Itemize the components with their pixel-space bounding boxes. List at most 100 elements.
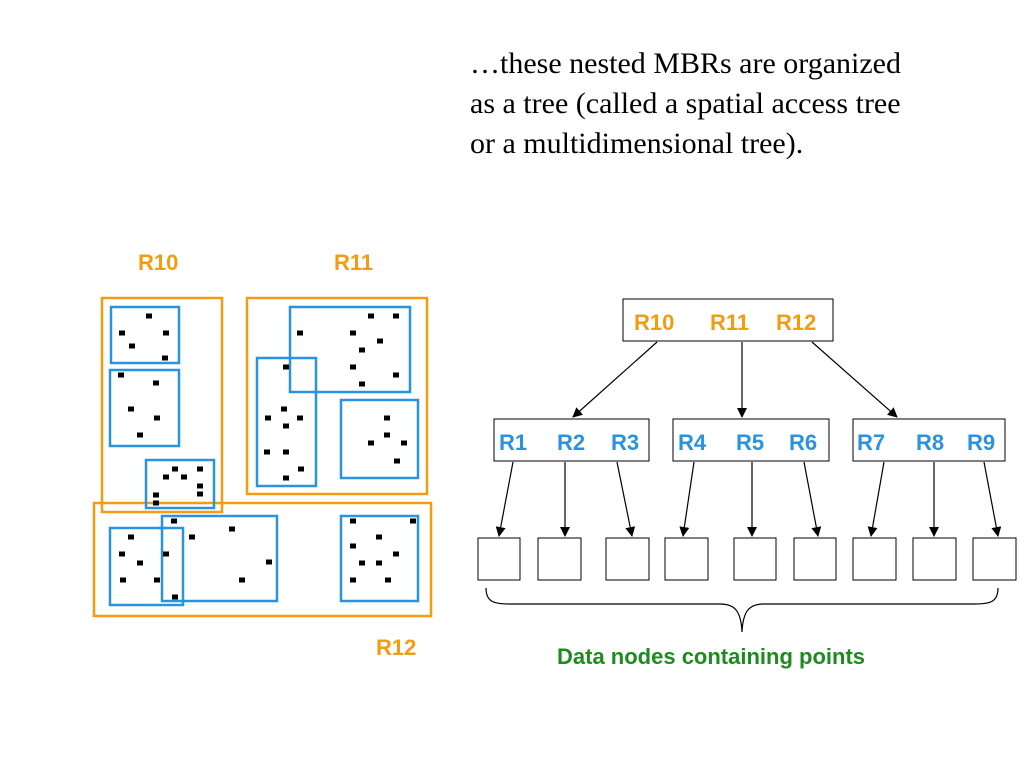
node-label-r9: R9 xyxy=(967,430,995,455)
mbr-r4 xyxy=(288,305,412,394)
mbr-r1 xyxy=(109,305,181,365)
data-point xyxy=(154,577,160,583)
data-point xyxy=(265,415,271,421)
data-point xyxy=(153,380,159,386)
data-point xyxy=(172,466,178,472)
label-r11: R11 xyxy=(334,250,373,275)
data-point xyxy=(384,432,390,438)
data-node xyxy=(477,537,521,581)
node-label-r5: R5 xyxy=(736,430,764,455)
data-node xyxy=(912,537,957,581)
data-point xyxy=(189,534,195,540)
data-point xyxy=(359,381,365,387)
data-node xyxy=(605,537,650,581)
mbr-diagram: R10 R11 R12 xyxy=(92,250,433,660)
label-r10: R10 xyxy=(138,250,178,275)
data-point xyxy=(128,534,134,540)
data-point xyxy=(297,330,303,336)
data-point xyxy=(377,338,383,344)
mbr-r12 xyxy=(92,501,433,618)
edge-r9-data xyxy=(983,461,1002,537)
data-point xyxy=(181,474,187,480)
mbr-r2 xyxy=(108,368,181,448)
data-point xyxy=(350,364,356,370)
edge-r4-data xyxy=(679,461,695,537)
mbr-r5 xyxy=(255,356,318,488)
label-r12: R12 xyxy=(376,635,416,660)
edge-r1-data xyxy=(495,461,514,537)
data-point xyxy=(410,518,416,524)
data-point xyxy=(298,466,304,472)
data-nodes-caption: Data nodes containing points xyxy=(557,644,865,669)
data-point xyxy=(229,526,235,532)
data-point xyxy=(393,551,399,557)
mbr-r11 xyxy=(245,296,429,496)
node-label-r1: R1 xyxy=(499,430,527,455)
data-point xyxy=(239,577,245,583)
data-point xyxy=(350,518,356,524)
data-point xyxy=(393,313,399,319)
root-label-r11: R11 xyxy=(710,310,749,335)
data-point xyxy=(376,534,382,540)
data-point xyxy=(264,449,270,455)
mbr-r10 xyxy=(100,296,224,514)
data-point xyxy=(153,500,159,506)
tree-diagram: R10 R11 R12 R1 R2 R3 R4 R5 R6 R7 R8 R9 xyxy=(477,298,1017,669)
data-points xyxy=(118,313,416,600)
mbr-r8 xyxy=(160,514,279,603)
data-point xyxy=(197,483,203,489)
data-point xyxy=(118,372,124,378)
mbr-r3 xyxy=(144,458,216,510)
data-point xyxy=(172,594,178,600)
data-node xyxy=(852,537,897,581)
data-point xyxy=(283,364,289,370)
data-point xyxy=(146,313,152,319)
data-point xyxy=(154,415,160,421)
heading-line-2: as a tree (called a spatial access tree xyxy=(470,87,901,120)
edge-r7-data xyxy=(867,461,885,537)
data-point xyxy=(350,577,356,583)
mbr-r6 xyxy=(339,398,420,480)
tree-node-3 xyxy=(852,418,1006,462)
node-label-r6: R6 xyxy=(789,430,817,455)
edge-root-node3 xyxy=(811,341,898,418)
data-point xyxy=(163,330,169,336)
data-point xyxy=(128,406,134,412)
data-point xyxy=(281,406,287,412)
node-label-r7: R7 xyxy=(857,430,885,455)
data-point xyxy=(162,355,168,361)
data-node xyxy=(537,537,582,581)
curly-brace xyxy=(485,587,999,633)
data-node xyxy=(972,537,1017,581)
tree-root-node xyxy=(622,298,834,342)
data-point xyxy=(401,440,407,446)
data-point xyxy=(297,415,303,421)
data-point xyxy=(350,543,356,549)
data-point xyxy=(137,560,143,566)
data-point xyxy=(359,347,365,353)
heading-text: …these nested MBRs are organized as a tr… xyxy=(470,44,1010,164)
edge-root-node1 xyxy=(572,341,658,418)
data-point xyxy=(266,559,272,565)
data-point xyxy=(197,466,203,472)
data-point xyxy=(119,551,125,557)
tree-node-2 xyxy=(672,418,830,462)
data-point xyxy=(137,432,143,438)
data-point xyxy=(119,330,125,336)
edge-r3-data xyxy=(616,461,636,537)
root-label-r10: R10 xyxy=(634,310,674,335)
data-point xyxy=(129,343,135,349)
data-point xyxy=(197,491,203,497)
data-point xyxy=(163,551,169,557)
data-node xyxy=(733,537,777,581)
tree-node-1 xyxy=(493,418,650,462)
heading-line-3: or a multidimensional tree). xyxy=(470,127,804,160)
edge-r6-data xyxy=(803,461,822,537)
mbr-r9 xyxy=(339,514,420,603)
node-label-r4: R4 xyxy=(678,430,707,455)
data-point xyxy=(394,458,400,464)
data-point xyxy=(171,518,177,524)
data-point xyxy=(163,474,169,480)
data-point xyxy=(385,577,391,583)
